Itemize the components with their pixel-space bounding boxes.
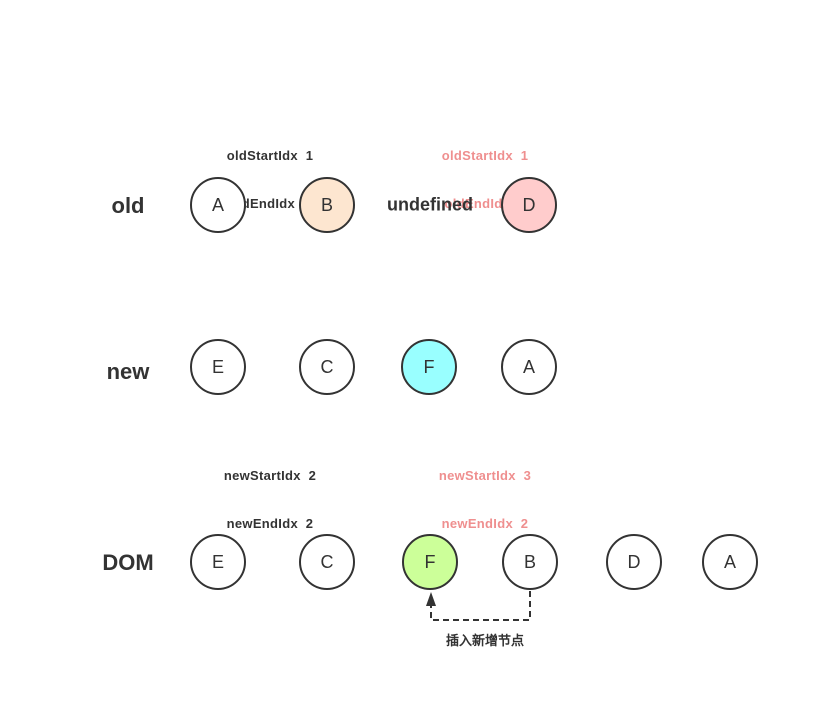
- row-label-dom: DOM: [102, 550, 154, 575]
- insert-caption: 插入新增节点: [445, 633, 525, 648]
- new-start-idx-after: newStartIdx 3: [438, 468, 532, 483]
- new-index-before: newStartIdx 2 newEndIdx 2: [224, 436, 316, 548]
- old-node-d: D: [501, 177, 557, 233]
- old-node-b: B: [299, 177, 355, 233]
- dom-node-b: B: [502, 534, 558, 590]
- new-node-e: E: [190, 339, 246, 395]
- new-node-a: A: [501, 339, 557, 395]
- row-label-old: old: [111, 193, 145, 218]
- old-start-idx-before: oldStartIdx 1: [226, 148, 314, 163]
- new-index-after: newStartIdx 3 newEndIdx 2: [439, 436, 531, 548]
- row-label-new: new: [106, 359, 150, 384]
- insert-arrow-path: [430, 591, 531, 621]
- dom-node-f: F: [402, 534, 458, 590]
- old-node-a: A: [190, 177, 246, 233]
- dom-node-e: E: [190, 534, 246, 590]
- dom-node-d: D: [606, 534, 662, 590]
- dom-node-c: C: [299, 534, 355, 590]
- old-undefined-slot: undefined: [387, 194, 473, 215]
- new-node-c: C: [299, 339, 355, 395]
- dom-node-a: A: [702, 534, 758, 590]
- insert-arrow-head: [426, 592, 436, 606]
- old-start-idx-after: oldStartIdx 1: [441, 148, 529, 163]
- new-start-idx-before: newStartIdx 2: [223, 468, 317, 483]
- new-end-idx-before: newEndIdx 2: [226, 516, 314, 531]
- old-index-after: oldStartIdx 1 oldEndIdx 3: [442, 116, 529, 228]
- new-end-idx-after: newEndIdx 2: [441, 516, 529, 531]
- new-node-f: F: [401, 339, 457, 395]
